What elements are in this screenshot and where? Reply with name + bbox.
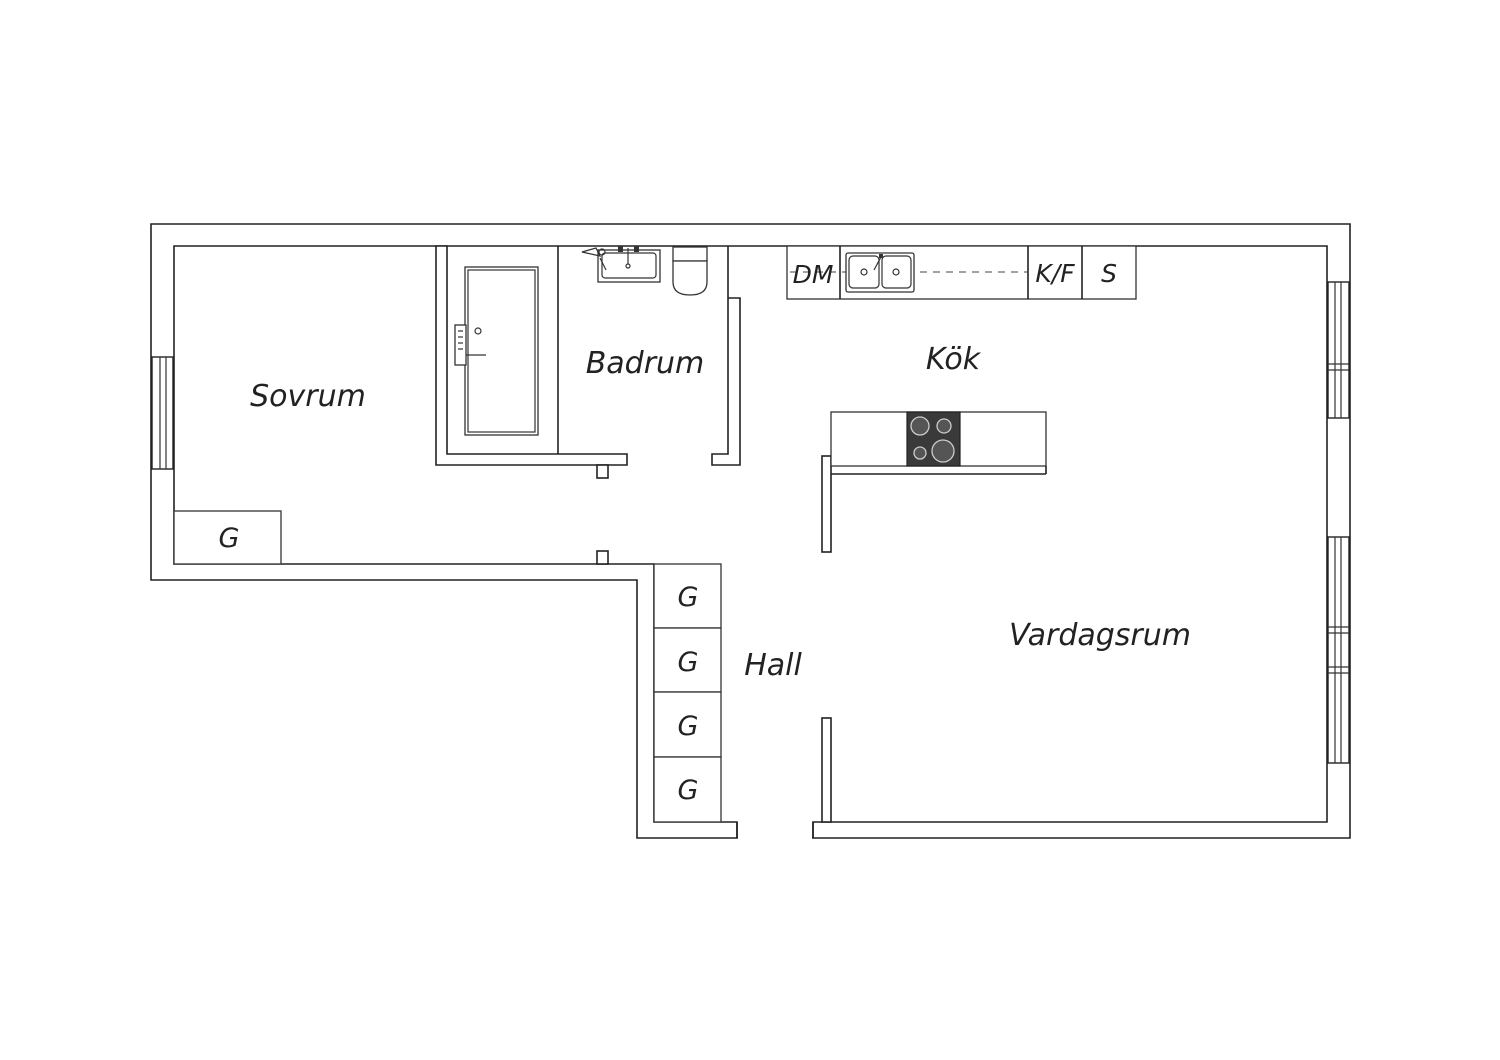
- room-label-vardagsrum: Vardagsrum: [1009, 618, 1191, 653]
- window-sovrum: [151, 356, 174, 470]
- washbasin: [581, 246, 661, 283]
- room-label-sovrum: Sovrum: [250, 379, 366, 414]
- interior-wall-hall-stub: [821, 717, 832, 823]
- wardrobe-hall-4: G: [653, 756, 722, 823]
- window-vardagsrum-2: [1327, 536, 1350, 764]
- svg-text:G: G: [678, 775, 699, 806]
- toilet: [672, 246, 708, 296]
- kitchen-sink: [845, 252, 915, 293]
- towel-radiator: [454, 324, 486, 366]
- fridge-freezer-label: K/F: [1035, 259, 1075, 288]
- room-label-hall: Hall: [744, 648, 802, 683]
- door-stub-top: [596, 464, 609, 479]
- window-vardagsrum-1: [1327, 281, 1350, 419]
- interior-wall-bathroom-right: [711, 246, 741, 466]
- room-label-badrum: Badrum: [586, 346, 705, 381]
- wardrobe-hall-1: G: [653, 563, 722, 629]
- wardrobe-hall-3: G: [653, 691, 722, 758]
- svg-text:G: G: [678, 647, 699, 678]
- cabinet-label: S: [1101, 259, 1117, 288]
- door-stub-bottom: [596, 550, 609, 565]
- bathtub: [464, 266, 539, 436]
- svg-text:G: G: [678, 582, 699, 613]
- wardrobe-hall-2: G: [653, 627, 722, 693]
- kitchen-counter: [786, 245, 1137, 300]
- interior-wall-bathroom-block: [435, 245, 628, 466]
- interior-wall-kitchen-stub: [821, 455, 832, 553]
- dishwasher-label: DM: [793, 260, 834, 289]
- wardrobe-sovrum: G: [173, 510, 282, 565]
- svg-text:G: G: [678, 711, 699, 742]
- room-label-kok: Kök: [926, 342, 982, 377]
- stove: [906, 411, 961, 467]
- svg-text:G: G: [219, 523, 240, 554]
- outer-wall: [150, 223, 1351, 839]
